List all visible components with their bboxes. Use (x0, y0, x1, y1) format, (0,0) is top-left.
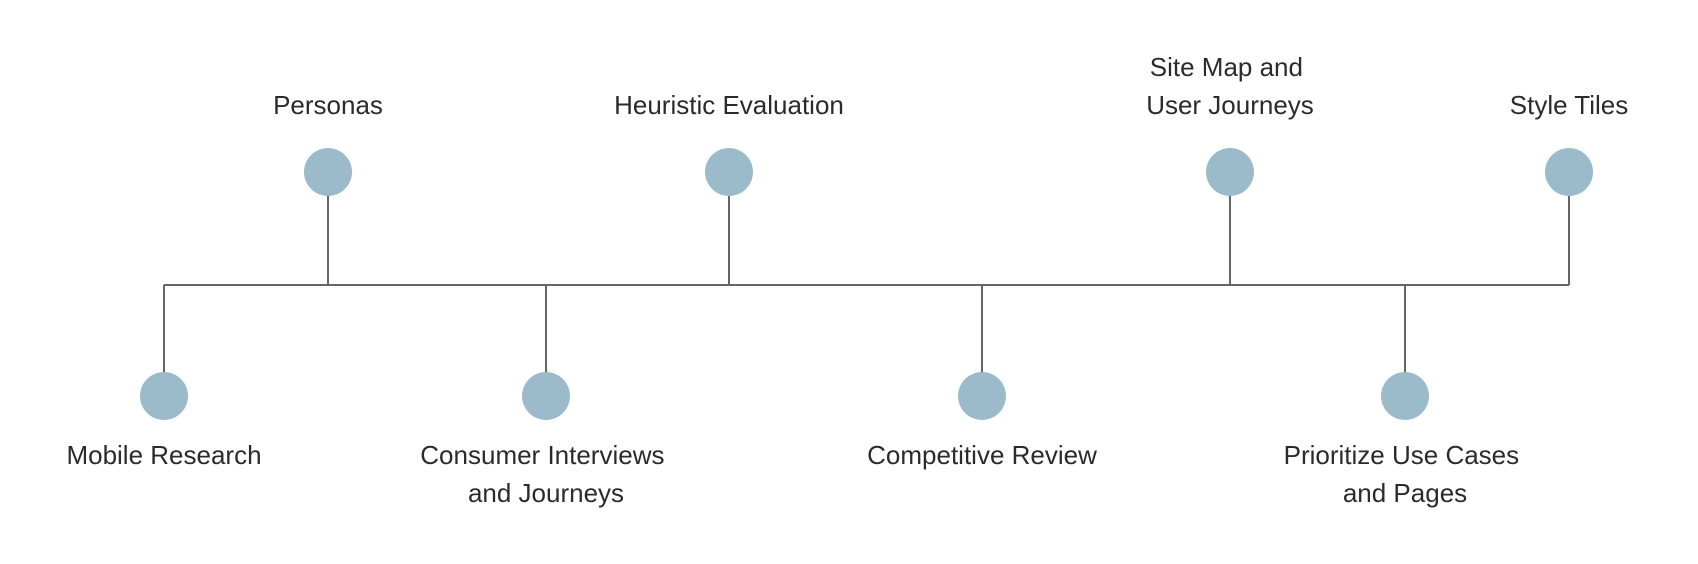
milestone-label-line: User Journeys (1146, 90, 1314, 120)
milestone-label: Competitive Review (867, 440, 1097, 470)
milestone-label-line: Personas (273, 90, 383, 120)
milestone-node (304, 148, 352, 196)
milestone-personas: Personas (273, 90, 383, 285)
milestone-label: Heuristic Evaluation (614, 90, 844, 120)
milestone-mobile-research: Mobile Research (66, 285, 262, 470)
milestone-label: Prioritize Use Cases and Pages (1284, 440, 1527, 508)
milestone-label: Consumer Interviews and Journeys (420, 440, 671, 508)
milestone-label-line: Competitive Review (867, 440, 1097, 470)
milestone-node (705, 148, 753, 196)
milestone-node (1206, 148, 1254, 196)
milestone-prioritize-use-cases: Prioritize Use Cases and Pages (1284, 285, 1527, 508)
milestone-label: Site Map and User Journeys (1146, 52, 1314, 120)
milestone-style-tiles: Style Tiles (1510, 90, 1629, 285)
milestone-heuristic-evaluation: Heuristic Evaluation (614, 90, 844, 285)
milestone-label-line: and Journeys (468, 478, 624, 508)
milestone-label: Style Tiles (1510, 90, 1629, 120)
milestone-label-line: Mobile Research (66, 440, 261, 470)
milestone-label-line: Prioritize Use Cases (1284, 440, 1520, 470)
milestone-label: Mobile Research (66, 440, 261, 470)
milestone-label-line: and Pages (1343, 478, 1467, 508)
milestone-site-map: Site Map and User Journeys (1146, 52, 1314, 285)
milestone-node (522, 372, 570, 420)
milestone-node (958, 372, 1006, 420)
milestone-node (1381, 372, 1429, 420)
milestone-label-line: Consumer Interviews (420, 440, 664, 470)
milestone-node (1545, 148, 1593, 196)
milestone-label-line: Site Map and (1150, 52, 1303, 82)
milestone-competitive-review: Competitive Review (867, 285, 1097, 470)
milestone-consumer-interviews: Consumer Interviews and Journeys (420, 285, 671, 508)
milestone-label: Personas (273, 90, 383, 120)
milestone-label-line: Heuristic Evaluation (614, 90, 844, 120)
milestone-label-line: Style Tiles (1510, 90, 1629, 120)
milestone-node (140, 372, 188, 420)
